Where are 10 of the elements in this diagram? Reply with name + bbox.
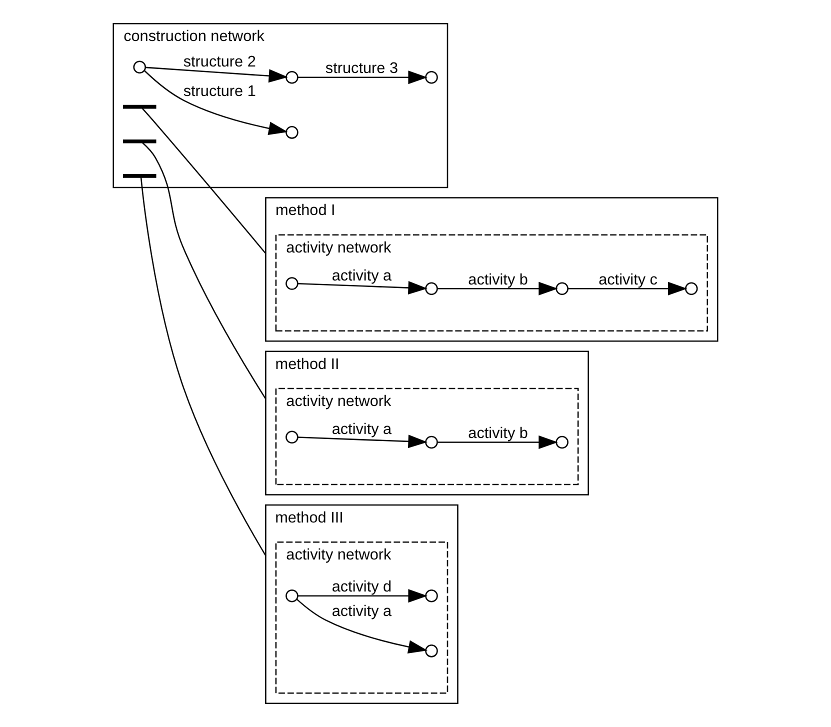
edge-label: activity c <box>598 271 658 288</box>
edge-label: activity a <box>332 267 392 284</box>
edge-label: activity a <box>332 421 392 438</box>
edge-label: activity d <box>332 578 392 596</box>
edge-label: structure 1 <box>183 83 256 100</box>
edge-label: activity a <box>332 602 392 620</box>
edge-label: activity b <box>468 271 528 288</box>
edge-label: activity b <box>468 424 528 442</box>
edge-label: structure 2 <box>183 54 256 71</box>
edge-label: structure 3 <box>325 60 398 78</box>
